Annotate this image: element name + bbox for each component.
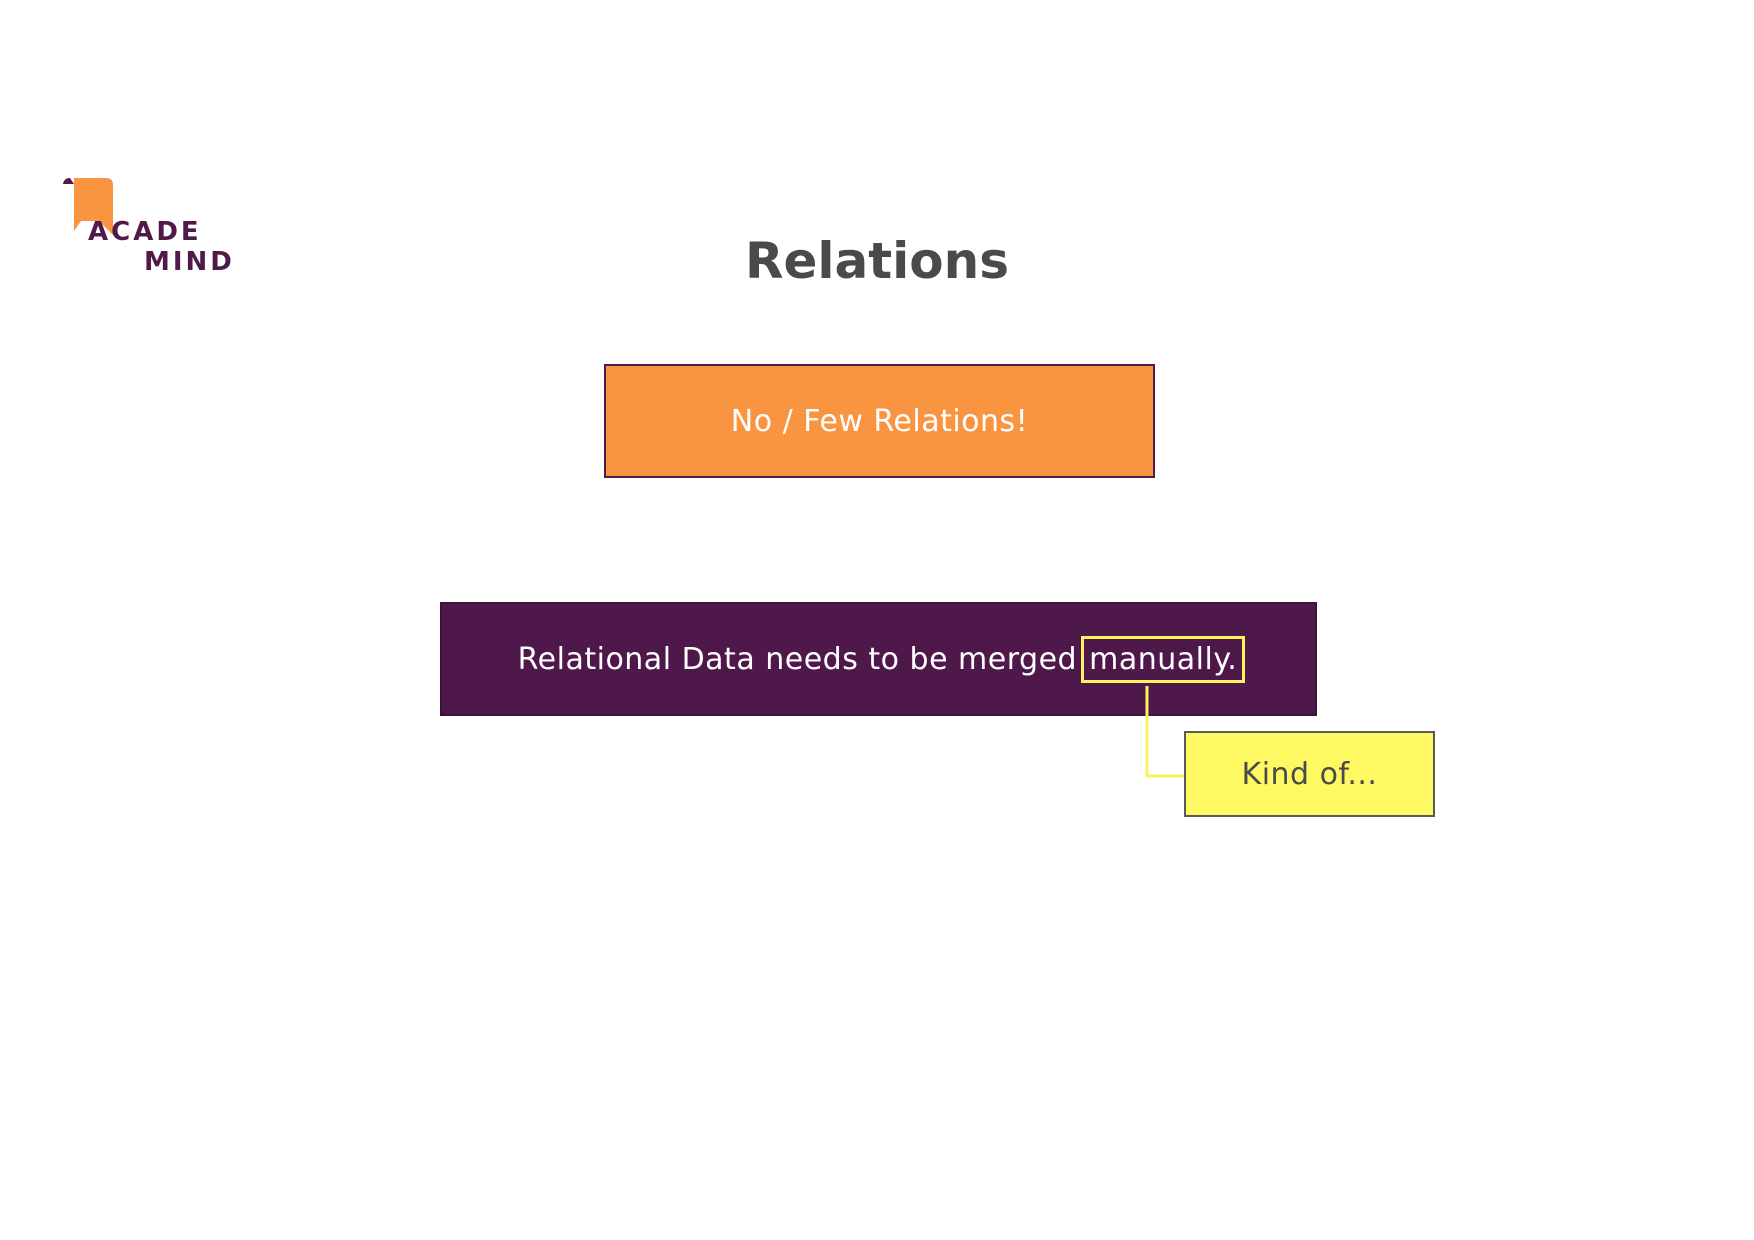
manually-highlight: manually. [1081, 635, 1246, 683]
relational-data-label: Relational Data needs to be merged [517, 641, 1088, 677]
relational-data-box: Relational Data needs to be merged manua… [440, 602, 1317, 716]
slide-title: Relations [744, 232, 1010, 290]
logo-text-line1: ACADE [88, 217, 202, 247]
bookmark-icon [63, 178, 113, 235]
kind-of-note: Kind of... [1184, 731, 1435, 817]
few-relations-label: No / Few Relations! [730, 403, 1029, 439]
academind-logo: ACADE MIND [60, 175, 240, 275]
relational-data-text: Relational Data needs to be merged manua… [517, 635, 1246, 683]
few-relations-box: No / Few Relations! [604, 364, 1155, 478]
logo-text-line2: MIND [144, 247, 235, 277]
kind-of-label: Kind of... [1241, 756, 1378, 792]
